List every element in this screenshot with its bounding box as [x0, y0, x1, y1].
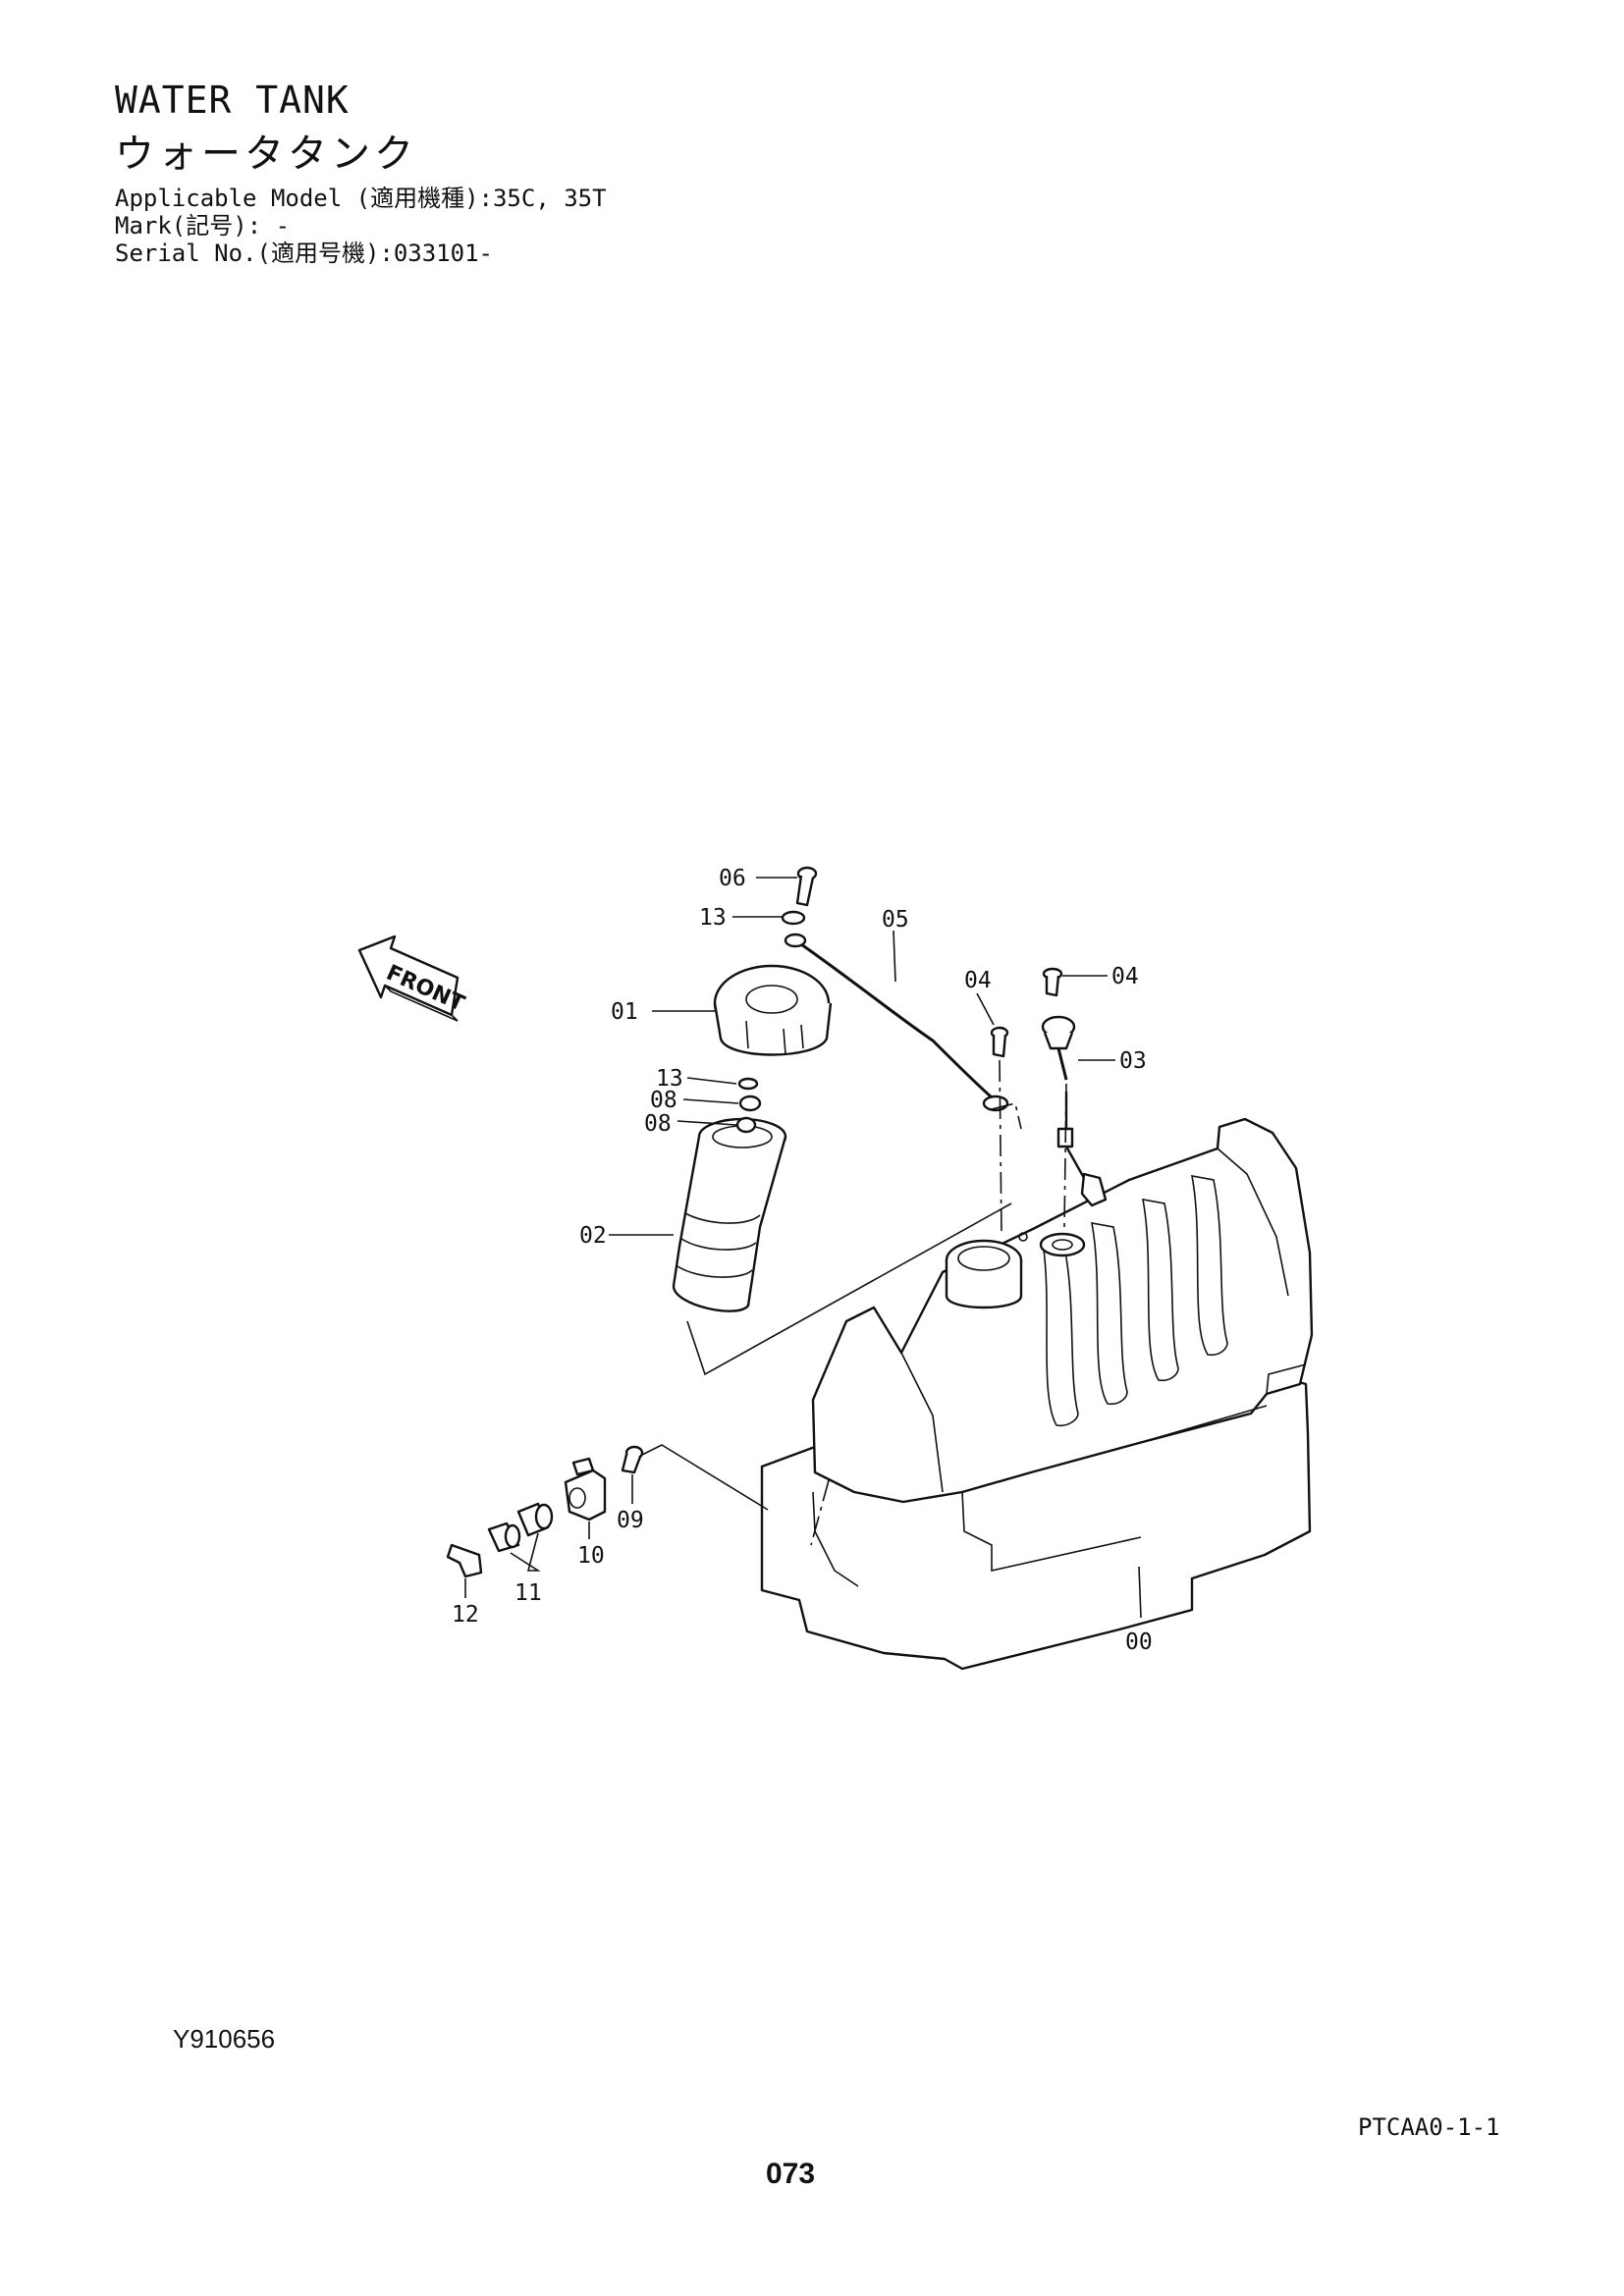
- bolt-04-part: [990, 1026, 1009, 1058]
- chain-reference-line: [991, 1102, 1022, 1130]
- callout-13b: 13: [656, 1066, 683, 1092]
- callout-02: 02: [579, 1223, 607, 1249]
- mark-field: Mark(記号): -: [115, 212, 291, 240]
- callout-10: 10: [577, 1543, 605, 1569]
- callout-03: 03: [1119, 1048, 1147, 1074]
- callout-00: 00: [1125, 1629, 1153, 1655]
- drain-fitting-09-part: [621, 1445, 644, 1474]
- callout-09: 09: [617, 1508, 644, 1533]
- leader-08b: [677, 1120, 737, 1126]
- serial-number: Serial No.(適用号機):033101-: [115, 240, 493, 267]
- chain-ring-part: [784, 933, 807, 948]
- leader-11: [510, 1532, 541, 1572]
- callout-08a: 08: [650, 1088, 677, 1113]
- callout-13a: 13: [699, 905, 727, 931]
- water-tank-part: [760, 1117, 1314, 1671]
- drawing-id: Y910656: [173, 2024, 276, 2054]
- washer-13-part: [781, 910, 806, 926]
- neck-assembly-line: [686, 1202, 1012, 1376]
- callout-06: 06: [719, 866, 746, 891]
- page-title-japanese: ウォータタンク: [115, 132, 417, 177]
- callout-05: 05: [882, 907, 909, 933]
- leader-00: [1138, 1566, 1142, 1619]
- tank-reference-line: [810, 1479, 830, 1546]
- applicable-model: Applicable Model (適用機種):35C, 35T: [115, 185, 607, 212]
- callout-12: 12: [452, 1602, 479, 1628]
- nut-08b-part: [735, 1116, 757, 1134]
- chain-05-part: [800, 942, 994, 1099]
- leader-05: [893, 930, 896, 983]
- sheet-reference: PTCAA0-1-1: [1358, 2113, 1500, 2141]
- level-sensor-part: [1041, 967, 1108, 1207]
- page-number: 073: [766, 2158, 816, 2190]
- page-title: WATER TANK: [115, 79, 350, 122]
- washer-13b-part: [737, 1077, 759, 1091]
- elbow-12-part: [446, 1543, 483, 1578]
- drain-assembly-line: [641, 1444, 769, 1511]
- callout-08b: 08: [644, 1111, 672, 1137]
- filler-neck-part: [672, 1117, 787, 1312]
- nut-08-part: [738, 1095, 762, 1112]
- bolt-06-part: [795, 866, 818, 907]
- leader-04a: [976, 992, 995, 1026]
- bolt-reference-line: [999, 1059, 1002, 1234]
- callout-04a: 04: [964, 968, 992, 993]
- filler-cap-part: [713, 964, 833, 1056]
- leader-13b: [686, 1077, 737, 1085]
- sensor-reference-line: [1063, 1083, 1067, 1228]
- leader-08a: [682, 1098, 739, 1104]
- callout-01: 01: [611, 999, 638, 1025]
- callout-04b: 04: [1111, 964, 1139, 989]
- callout-11: 11: [514, 1580, 542, 1606]
- drain-cock-10-part: [564, 1457, 607, 1522]
- front-arrow-icon: FRONT: [357, 934, 468, 1022]
- hose-adapter-11-part: [487, 1502, 554, 1553]
